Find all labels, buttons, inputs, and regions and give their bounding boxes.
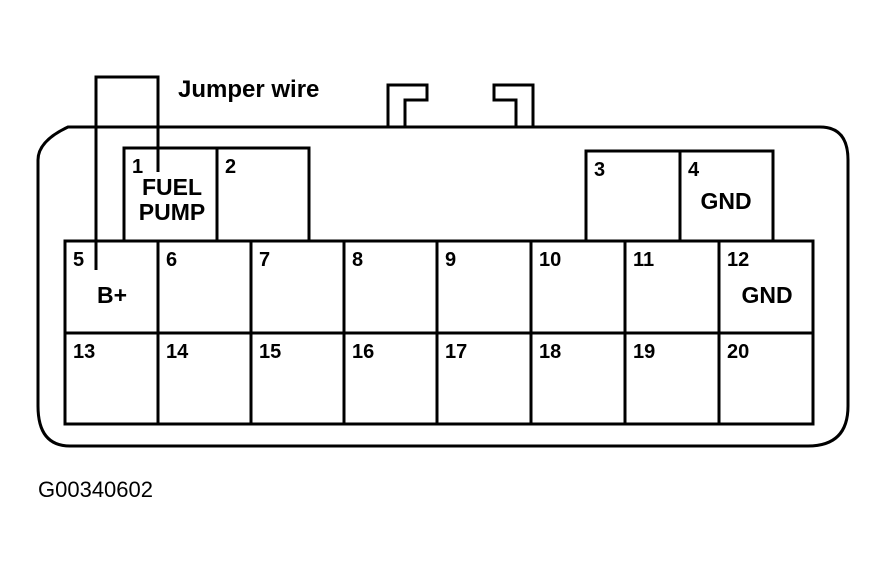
locking-tab-right [492, 83, 535, 127]
pin-cavity-18 [529, 331, 627, 426]
pin-cavity-15 [249, 331, 346, 426]
pin-cavity-2 [215, 146, 311, 243]
pin-number-2: 2 [225, 156, 236, 178]
jumper-wire-label: Jumper wire [178, 76, 319, 103]
pin-number-9: 9 [445, 249, 456, 271]
figure-id: G00340602 [38, 477, 153, 502]
pin-number-12: 12 [727, 249, 749, 271]
pin-number-8: 8 [352, 249, 363, 271]
pin-number-4: 4 [688, 159, 700, 181]
pin-number-10: 10 [539, 249, 561, 271]
pin-number-17: 17 [445, 341, 467, 363]
pin-number-3: 3 [594, 159, 605, 181]
pin-cavity-14 [156, 331, 253, 426]
pin-number-15: 15 [259, 341, 281, 363]
pin-number-7: 7 [259, 249, 270, 271]
pin-number-13: 13 [73, 341, 95, 363]
pin-number-16: 16 [352, 341, 374, 363]
connector-housing [36, 125, 850, 448]
pin-number-6: 6 [166, 249, 177, 271]
pin-cavity-12 [717, 239, 815, 335]
pin-cavity-17 [435, 331, 533, 426]
pin-cavity-16 [342, 331, 439, 426]
pin-label-12: GND [741, 282, 792, 308]
pin-number-11: 11 [633, 249, 654, 271]
pin-number-5: 5 [73, 249, 84, 271]
pin-number-18: 18 [539, 341, 561, 363]
pin-cavity-9 [435, 239, 533, 335]
pin-cavity-7 [249, 239, 346, 335]
pin-number-14: 14 [166, 341, 189, 363]
pin-cavity-20 [717, 331, 815, 426]
locking-tab-left [386, 83, 429, 127]
pin-label-1: PUMP [139, 199, 205, 225]
jumper-wire [94, 75, 160, 270]
pin-cavity-11 [623, 239, 721, 335]
pin-label-5: B+ [97, 282, 127, 308]
pin-cavity-4 [678, 149, 775, 243]
pin-cavity-13 [63, 331, 160, 426]
pin-label-1: FUEL [142, 174, 202, 200]
pin-number-20: 20 [727, 341, 749, 363]
pin-cavity-6 [156, 239, 253, 335]
pin-cavity-8 [342, 239, 439, 335]
pin-number-19: 19 [633, 341, 655, 363]
pin-cavity-3 [584, 149, 682, 243]
pin-cavity-19 [623, 331, 721, 426]
pin-label-4: GND [700, 188, 751, 214]
pin-number-1: 1 [132, 156, 143, 178]
